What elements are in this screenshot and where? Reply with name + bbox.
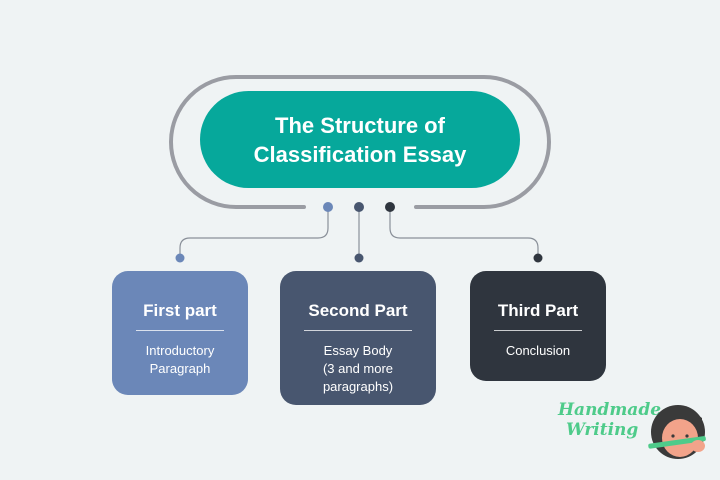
diagram-title: The Structure of Classification Essay <box>240 111 480 169</box>
box-line: Introductory <box>145 343 215 358</box>
box-title: First part <box>143 301 217 320</box>
connector-first <box>179 207 329 257</box>
dot-top-second <box>354 202 364 212</box>
title-line-2: Classification Essay <box>253 141 467 167</box>
logo-line-2: Writing <box>566 420 639 440</box>
box-title: Third Part <box>497 301 579 320</box>
title-pill: The Structure of Classification Essay <box>200 91 520 188</box>
box-line: Essay Body <box>323 343 393 358</box>
box-line: Conclusion <box>505 343 571 358</box>
box-description: Essay Body (3 and more paragraphs) <box>323 342 393 396</box>
logo-line-1: Handmade <box>558 400 662 420</box>
box-description: Introductory Paragraph <box>146 342 215 378</box>
dot-bottom-second <box>354 253 364 263</box>
handmade-writing-logo: Handmade Writing <box>556 396 716 466</box>
dot-top-third <box>385 202 395 212</box>
box-title: Second Part <box>308 301 408 320</box>
box-second-part: Second Part Essay Body (3 and more parag… <box>280 271 436 405</box>
title-outline <box>169 75 551 209</box>
box-divider <box>494 330 582 331</box>
connector-third <box>389 207 539 257</box>
box-divider <box>304 330 412 331</box>
box-line: (3 and more <box>322 361 394 376</box>
box-description: Conclusion <box>506 342 570 360</box>
box-line: Paragraph <box>149 361 211 376</box>
dot-top-first <box>323 202 333 212</box>
title-line-1: The Structure of <box>275 112 445 138</box>
dot-bottom-first <box>175 253 185 263</box>
box-divider <box>136 330 224 331</box>
box-third-part: Third Part Conclusion <box>470 271 606 381</box>
dot-bottom-third <box>533 253 543 263</box>
box-line: paragraphs) <box>322 379 394 394</box>
box-first-part: First part Introductory Paragraph <box>112 271 248 395</box>
avatar-icon <box>648 405 706 459</box>
